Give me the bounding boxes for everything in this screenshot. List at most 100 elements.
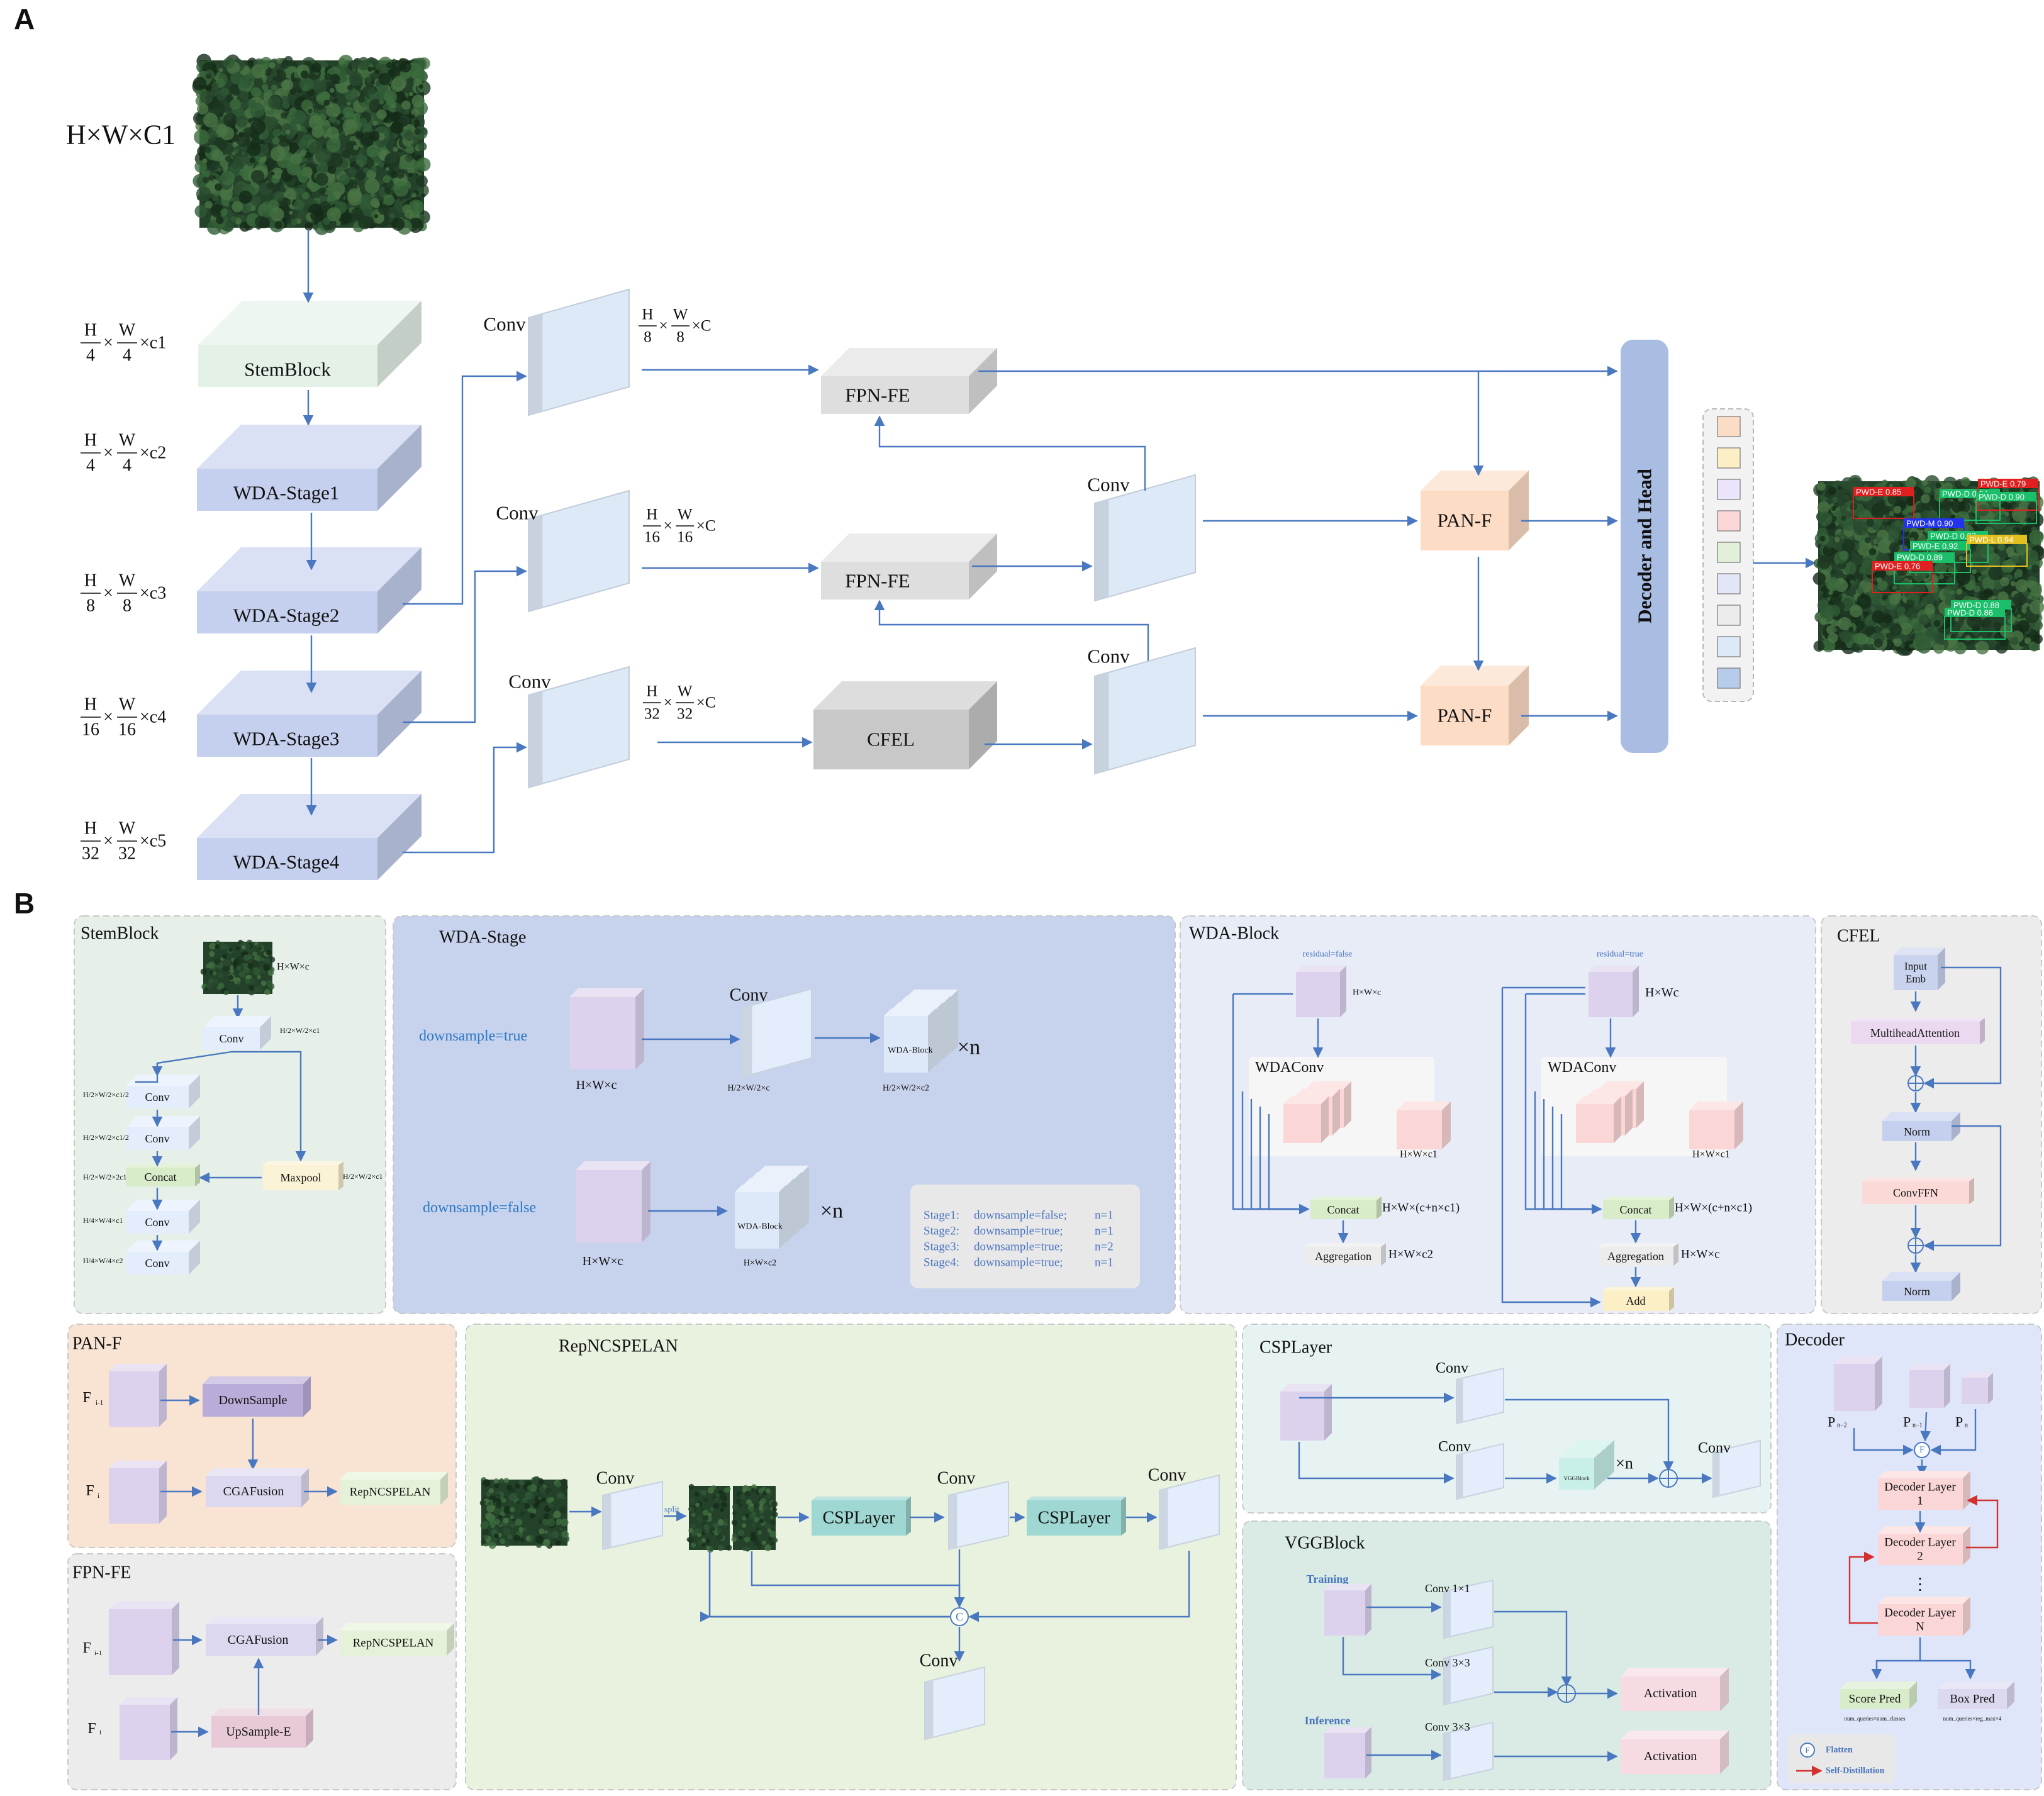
wda-stage3-label: WDA-Stage3 [233,728,340,750]
flatten-op-label: F [1805,1746,1809,1755]
dim-part: H [646,506,657,523]
repeat-label: ×n [958,1036,980,1059]
cfel-input-node [1894,947,1945,990]
dim-part: H [646,683,657,700]
detection-box: PWD-D 0.86 [1944,608,2006,640]
stem-conv-node [126,1116,200,1150]
wda-aggregation-node [1598,1243,1678,1266]
svg-text:×: × [663,518,672,535]
settings-downsample: downsample=true; [974,1256,1063,1269]
panel-title: FPN-FE [72,1563,131,1583]
cgafusion-node [206,1617,323,1656]
conv-label: Conv [145,1257,169,1269]
svg-text:×: × [103,584,113,603]
dim-label: H×W×c [1681,1248,1720,1261]
detection-box: PWD-D 0.90 [1975,492,2037,524]
query-token [1717,510,1741,532]
wda-input-node [569,988,644,1069]
dim-part: H [84,571,97,591]
svg-text:×: × [103,333,113,353]
f-sub: i-1 [96,1399,103,1407]
dim-part: ×c3 [140,584,166,603]
wda-block-input [1296,966,1346,1017]
dim-label: H8×W8×c3 [81,571,166,616]
box-pred-node [1938,1682,2014,1709]
wda-conv-node [742,988,812,1078]
arrow [1966,1495,1999,1549]
csp-conv-node [1456,1442,1504,1500]
detection-label: PWD-E 0.79 [1980,479,2026,489]
dim-part: H [642,306,653,323]
panel-title: WDA-Stage [439,928,526,947]
arrow [1342,1637,1442,1680]
dim-part: H [84,321,97,340]
settings-stage: Stage4: [924,1256,959,1269]
concat-label: Concat [1620,1203,1652,1216]
downsample-false-label: downsample=false [423,1200,536,1216]
dim-part: 8 [676,329,684,346]
f-sub: i [98,1492,99,1500]
svg-text:×: × [663,694,672,711]
rep-input-image [479,1476,570,1549]
wda-add-node [1603,1287,1674,1311]
dim-label: H×W×c1 [1400,1149,1438,1160]
settings-downsample: downsample=false; [974,1209,1067,1222]
pyramid-feature-node [1909,1364,1950,1408]
dim-part: 8 [86,596,95,616]
upsample-label: UpSample-E [226,1725,291,1739]
activation-label: Activation [1644,1749,1697,1763]
arrow [135,1063,159,1083]
arrow [1920,1412,1931,1442]
dim-part: W [119,321,136,340]
add-label: Add [1626,1295,1646,1307]
stem-conv-node [126,1241,200,1274]
settings-downsample: downsample=true; [974,1225,1063,1238]
detection-label: PWD-E 0.76 [1875,562,1920,571]
pyramid-feature-node [1834,1356,1882,1411]
svg-text:×: × [103,832,113,851]
detection-box: PWD-E 0.85 [1853,487,1914,519]
dim-label: H/2×W/2×c1/2 [83,1090,129,1099]
pan-f-input-2 [109,1461,167,1524]
rep-conv-node [924,1666,985,1741]
dim-label: H/4×W/4×c1 [83,1216,123,1225]
arrow [874,600,1149,661]
arrow [1853,1428,1914,1456]
panel-title: RepNCSPELAN [559,1337,678,1356]
wda-stage1-node [197,425,422,511]
arrow [1871,1637,1921,1680]
dim-part: 32 [677,706,693,723]
svg-text:×: × [659,318,667,335]
panel-title: PAN-F [72,1334,121,1354]
dim-label: H32×W32×c5 [81,819,166,864]
f-label: F [87,1721,96,1737]
dim-part: 8 [123,596,131,616]
wda-input-node [576,1161,651,1242]
activation-node [1621,1668,1729,1711]
wda-block-label: WDA-Block [888,1046,933,1056]
pan-f-node-1 [1421,471,1529,550]
csplayer-label: CSPLayer [822,1509,895,1528]
concat-label: Concat [1327,1203,1360,1216]
p-label: P [1828,1414,1835,1430]
pan-f-input-1 [109,1364,167,1427]
dim-part: ×C [696,694,716,711]
dim-label: H×W×c2 [1388,1248,1433,1261]
detection-box: PWD-D 0.88 [1950,600,2012,632]
dim-label: H/2×W/2×c2 [883,1084,929,1093]
arrow [403,742,527,854]
pan-f-label: PAN-F [1438,705,1492,727]
repeat-label: ×n [820,1200,843,1223]
cfel-norm-node [1882,1112,1960,1141]
wda-concat-node [1603,1196,1674,1219]
dim-part: ×c2 [140,443,166,463]
query-token [1717,479,1741,500]
csplayer-label: CSPLayer [1037,1509,1110,1528]
cfel-ffn-node [1862,1178,1974,1204]
wdaconv-node [1397,1102,1451,1149]
aggregation-label: Aggregation [1607,1250,1664,1263]
dim-label: H16×W16×C [643,506,716,546]
wda-aggregation-node [1305,1243,1386,1266]
cfel-node [813,681,997,769]
